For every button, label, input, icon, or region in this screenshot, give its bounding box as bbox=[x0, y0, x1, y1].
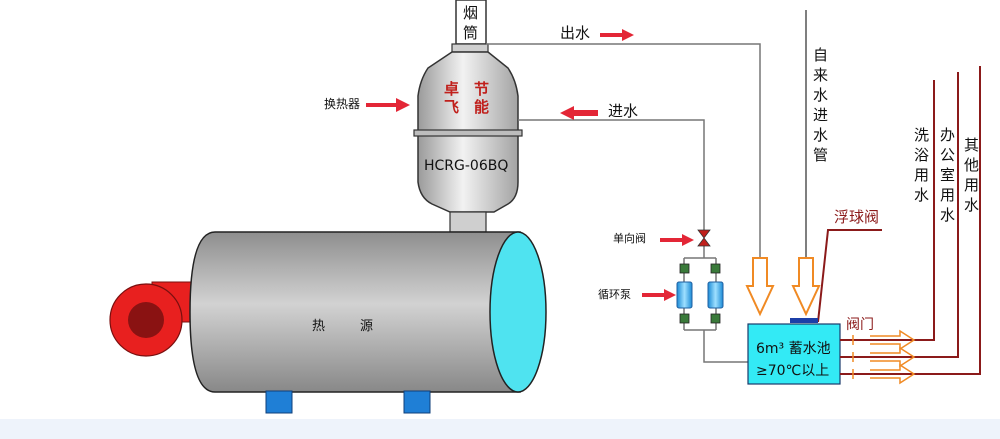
end-use-pipes bbox=[840, 66, 981, 375]
svg-text:水: 水 bbox=[964, 196, 979, 214]
chimney-label-1: 烟 bbox=[463, 4, 478, 22]
office-water-label: 办 公 室 用 水 bbox=[940, 126, 955, 224]
chimney: 烟 筒 bbox=[455, 0, 487, 45]
outlet-water-label: 出水 bbox=[560, 24, 590, 42]
svg-text:水: 水 bbox=[813, 126, 828, 144]
svg-text:室: 室 bbox=[940, 166, 955, 184]
circulation-pump-label: 循环泵 bbox=[598, 288, 631, 301]
flow-arrows bbox=[870, 329, 916, 385]
heat-source-label-1: 热 bbox=[312, 319, 325, 334]
svg-text:其: 其 bbox=[964, 136, 979, 154]
brand-text-4: 能 bbox=[474, 98, 489, 116]
brand-text-1: 卓 bbox=[444, 80, 459, 98]
circulation-pump-arrow bbox=[642, 289, 676, 301]
heat-exchanger-label: 换热器 bbox=[324, 97, 360, 111]
water-pipes bbox=[486, 43, 761, 363]
heat-source-label-2: 源 bbox=[360, 319, 373, 334]
tank-label-1: 6m³ 蓄水池 bbox=[756, 341, 831, 357]
svg-text:办: 办 bbox=[940, 126, 955, 144]
inlet-water-label: 进水 bbox=[608, 102, 638, 120]
svg-text:洗: 洗 bbox=[914, 126, 929, 144]
float-ball bbox=[790, 318, 818, 323]
svg-text:公: 公 bbox=[940, 146, 955, 164]
svg-text:用: 用 bbox=[914, 166, 929, 184]
svg-text:水: 水 bbox=[813, 86, 828, 104]
brand-text-2: 飞 bbox=[444, 98, 459, 116]
svg-text:他: 他 bbox=[964, 156, 979, 174]
check-valve-arrow bbox=[660, 234, 694, 246]
model-label: HCRG-06BQ bbox=[424, 158, 508, 174]
footer-strip bbox=[0, 419, 1000, 439]
chimney-label-2: 筒 bbox=[463, 24, 478, 42]
heating-system-diagram: 烟 筒 卓 飞 节 能 HCRG-06BQ 换热器 出水 进水 单向阀 bbox=[109, 0, 981, 414]
outlet-down-arrow bbox=[745, 257, 775, 317]
tap-water-label: 自 来 水 进 水 管 bbox=[813, 46, 828, 164]
svg-text:用: 用 bbox=[964, 176, 979, 194]
tap-down-arrow bbox=[791, 257, 821, 317]
svg-text:来: 来 bbox=[813, 66, 828, 84]
inlet-water-arrow bbox=[560, 106, 598, 120]
tank-label-2: ≥70℃以上 bbox=[756, 363, 829, 379]
svg-text:管: 管 bbox=[813, 146, 828, 164]
brand-text-3: 节 bbox=[474, 80, 489, 98]
heat-exchanger-arrow bbox=[366, 98, 410, 112]
other-water-label: 其 他 用 水 bbox=[964, 136, 979, 214]
heat-exchanger: 卓 飞 节 能 HCRG-06BQ bbox=[413, 43, 523, 233]
float-valve-line bbox=[817, 229, 882, 323]
svg-text:进: 进 bbox=[813, 106, 828, 124]
svg-text:自: 自 bbox=[813, 46, 828, 64]
valve-label: 阀门 bbox=[846, 317, 874, 333]
svg-text:用: 用 bbox=[940, 186, 955, 204]
bath-water-label: 洗 浴 用 水 bbox=[914, 126, 929, 204]
circulation-pumps bbox=[676, 257, 724, 331]
check-valve bbox=[697, 229, 711, 247]
svg-text:浴: 浴 bbox=[914, 146, 929, 164]
check-valve-label: 单向阀 bbox=[613, 231, 646, 245]
float-valve-label: 浮球阀 bbox=[834, 208, 879, 226]
svg-text:水: 水 bbox=[914, 186, 929, 204]
outlet-water-arrow bbox=[600, 29, 634, 41]
heat-source-boiler: 热 源 bbox=[109, 231, 547, 414]
svg-text:水: 水 bbox=[940, 206, 955, 224]
storage-tank: 6m³ 蓄水池 ≥70℃以上 bbox=[747, 323, 841, 385]
